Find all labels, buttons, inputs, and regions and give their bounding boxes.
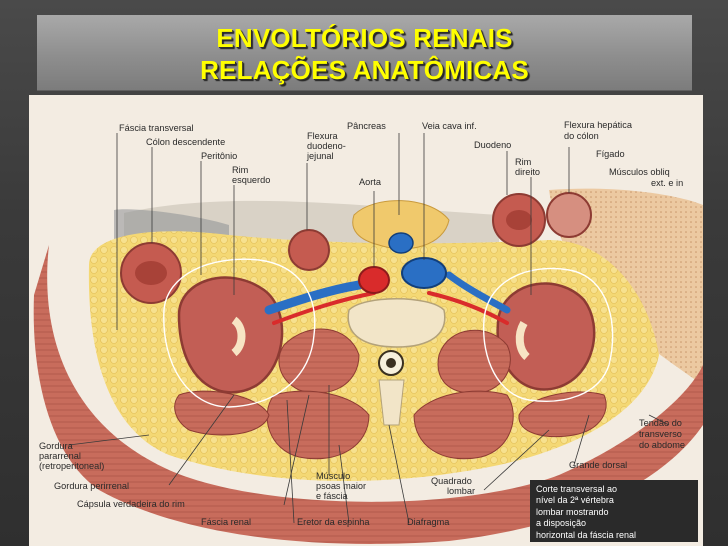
label-colon-descendente: Cólon descendente [146, 137, 225, 147]
label-veia-cava: Veia cava inf. [422, 121, 477, 131]
slide-title-line-1: ENVOLTÓRIOS RENAIS [216, 23, 513, 53]
right-psoas [437, 329, 511, 394]
renal-fascia-right [482, 267, 614, 402]
aorta [358, 266, 390, 294]
label-grande-dorsal: Grande dorsal [569, 460, 627, 470]
left-erector-spinae [266, 390, 370, 460]
label-figado: Fígado [596, 149, 625, 159]
slide-title-line-2: RELAÇÕES ANATÔMICAS [200, 55, 529, 85]
slide-title-bar: ENVOLTÓRIOS RENAIS RELAÇÕES ANATÔMICAS [37, 15, 692, 90]
label-tendao-1: Tendão do [639, 418, 682, 428]
label-gordura-pararrenal-3: (retroperitoneal) [39, 461, 104, 471]
label-quadrado-lombar-1: Quadrado [431, 476, 472, 486]
left-psoas [278, 328, 360, 394]
label-flexura-3: jejunal [306, 151, 334, 161]
label-fascia-renal: Fáscia renal [201, 517, 251, 527]
vertebral-body [347, 298, 446, 348]
kidney-cross-section-diagram: Fáscia transversal Cólon descendente Per… [33, 120, 703, 544]
right-quadratus-lumborum [518, 391, 607, 438]
label-flexura-hepatica-2: do cólon [564, 131, 599, 141]
caption-line-2: nível da 2ª vértebra [536, 495, 614, 506]
label-tendao-2: transverso [639, 429, 682, 439]
left-quadratus-lumborum [174, 390, 270, 436]
label-flexura-2: duodeno- [307, 141, 346, 151]
label-flexura-hepatica-1: Flexura hepática [564, 120, 633, 130]
label-rim-esquerdo-1: Rim [232, 165, 249, 175]
figure-caption: Corte transversal ao nível da 2ª vértebr… [530, 480, 698, 542]
inferior-vena-cava [401, 257, 447, 289]
pancreas [352, 200, 450, 250]
label-flexura-1: Flexura [307, 131, 339, 141]
label-diafragma: Diafragma [407, 517, 450, 527]
anatomy-illustration: Fáscia transversal Cólon descendente Per… [29, 95, 703, 546]
label-tendao-3: do abdome [639, 440, 685, 450]
label-musculo-psoas-3: e fáscia [316, 491, 349, 501]
label-pancreas: Pâncreas [347, 121, 386, 131]
caption-line-5: horizontal da fáscia renal [536, 529, 637, 540]
label-aorta: Aorta [359, 177, 382, 187]
left-renal-vein [264, 280, 364, 315]
label-gordura-perirrenal: Gordura perirrenal [54, 481, 129, 491]
label-musculos-obliquos-2: ext. e in [651, 178, 683, 188]
label-rim-direito-2: direito [515, 167, 540, 177]
renal-fascia-left [163, 258, 316, 408]
label-duodeno: Duodeno [474, 140, 511, 150]
caption-line-1: Corte transversal ao [536, 484, 618, 494]
label-capsula-verdadeira: Cápsula verdadeira do rim [77, 499, 185, 509]
label-rim-esquerdo-2: esquerdo [232, 175, 270, 185]
label-gordura-pararrenal-2: pararrenal [39, 451, 81, 461]
right-erector-spinae [413, 390, 514, 460]
hepatic-flexure-colon [546, 192, 592, 238]
right-renal-vein [445, 271, 511, 314]
right-renal-artery [427, 291, 509, 325]
leader-lines [68, 133, 670, 524]
caption-line-4: a disposição [536, 518, 587, 529]
label-gordura-pararrenal-1: Gordura [39, 441, 74, 451]
label-musculo-psoas-2: psoas maior [316, 481, 366, 491]
label-rim-direito-1: Rim [515, 157, 532, 167]
label-fascia-transversal: Fáscia transversal [119, 123, 194, 133]
label-peritonio: Peritônio [201, 151, 237, 161]
duodenojejunal-flexure [288, 229, 330, 271]
spinous-process [378, 379, 405, 426]
label-musculos-obliquos-1: Músculos obliq [609, 167, 670, 177]
label-eretor-espinha: Eretor da espinha [297, 517, 370, 527]
right-kidney [496, 282, 596, 391]
label-quadrado-lombar-2: lombar [447, 486, 475, 496]
left-kidney [177, 276, 284, 394]
label-musculo-psoas-1: Músculo [316, 471, 350, 481]
caption-line-3: lombar mostrando [536, 506, 609, 517]
left-renal-artery [272, 291, 376, 325]
